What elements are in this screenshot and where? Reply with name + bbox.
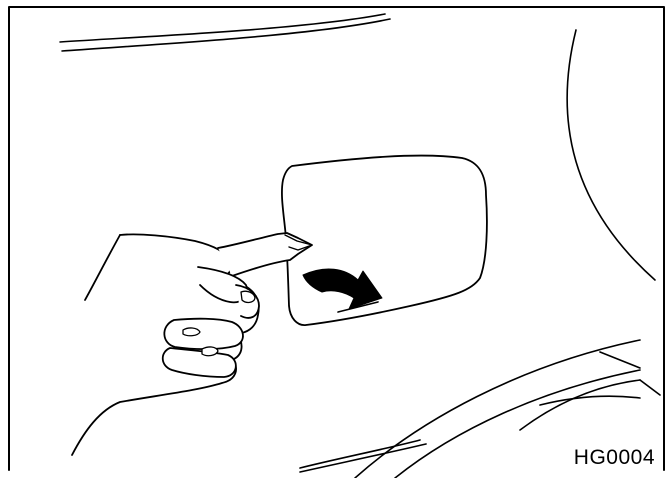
hand-icon <box>72 233 312 455</box>
fuel-door-icon <box>282 156 487 326</box>
body-pillar-curve <box>567 30 655 280</box>
body-crease-lines <box>60 14 390 51</box>
figure-code-label: HG0004 <box>572 446 657 470</box>
